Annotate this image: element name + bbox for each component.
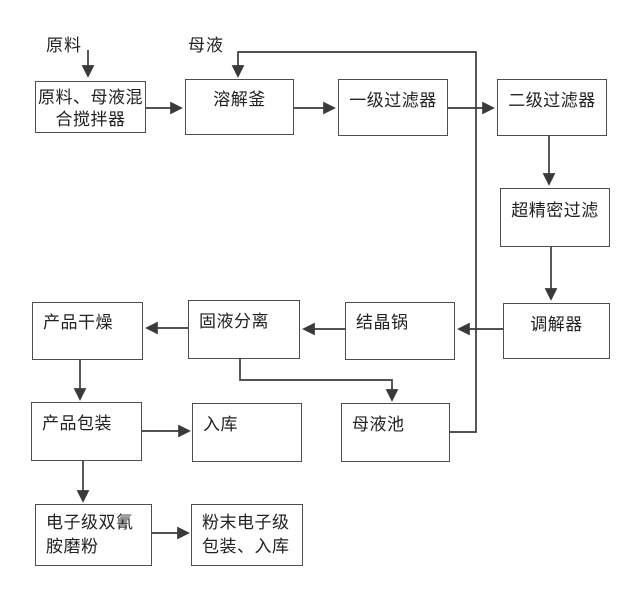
mother-liquor-label: 母液 — [188, 36, 224, 56]
node-dissolving-kettle: 溶解釜 — [185, 79, 294, 135]
node-solid-liquid-separation: 固液分离 — [188, 300, 300, 359]
node-mother-liquor-pool: 母液池 — [341, 403, 450, 462]
node-crystallization-pot: 结晶锅 — [345, 302, 455, 360]
node-dicyandiamide-grinding: 电子级双氰 胺磨粉 — [35, 504, 152, 566]
node-regulator: 调解器 — [503, 303, 610, 359]
node-ultra-precision-filter: 超精密过滤 — [500, 188, 610, 247]
node-product-drying: 产品干燥 — [32, 302, 143, 360]
node-primary-filter: 一级过滤器 — [338, 79, 448, 136]
node-powder-packaging-warehousing: 粉末电子级 包装、入库 — [191, 504, 303, 566]
node-secondary-filter: 二级过滤器 — [497, 79, 607, 136]
raw-material-label: 原料 — [46, 36, 82, 56]
connector-separation-to-pool — [239, 359, 399, 402]
node-raw-mother-liquor-mixer: 原料、母液混 合搅拌器 — [35, 81, 146, 133]
node-warehousing: 入库 — [192, 403, 302, 462]
node-product-packaging: 产品包装 — [31, 402, 142, 461]
